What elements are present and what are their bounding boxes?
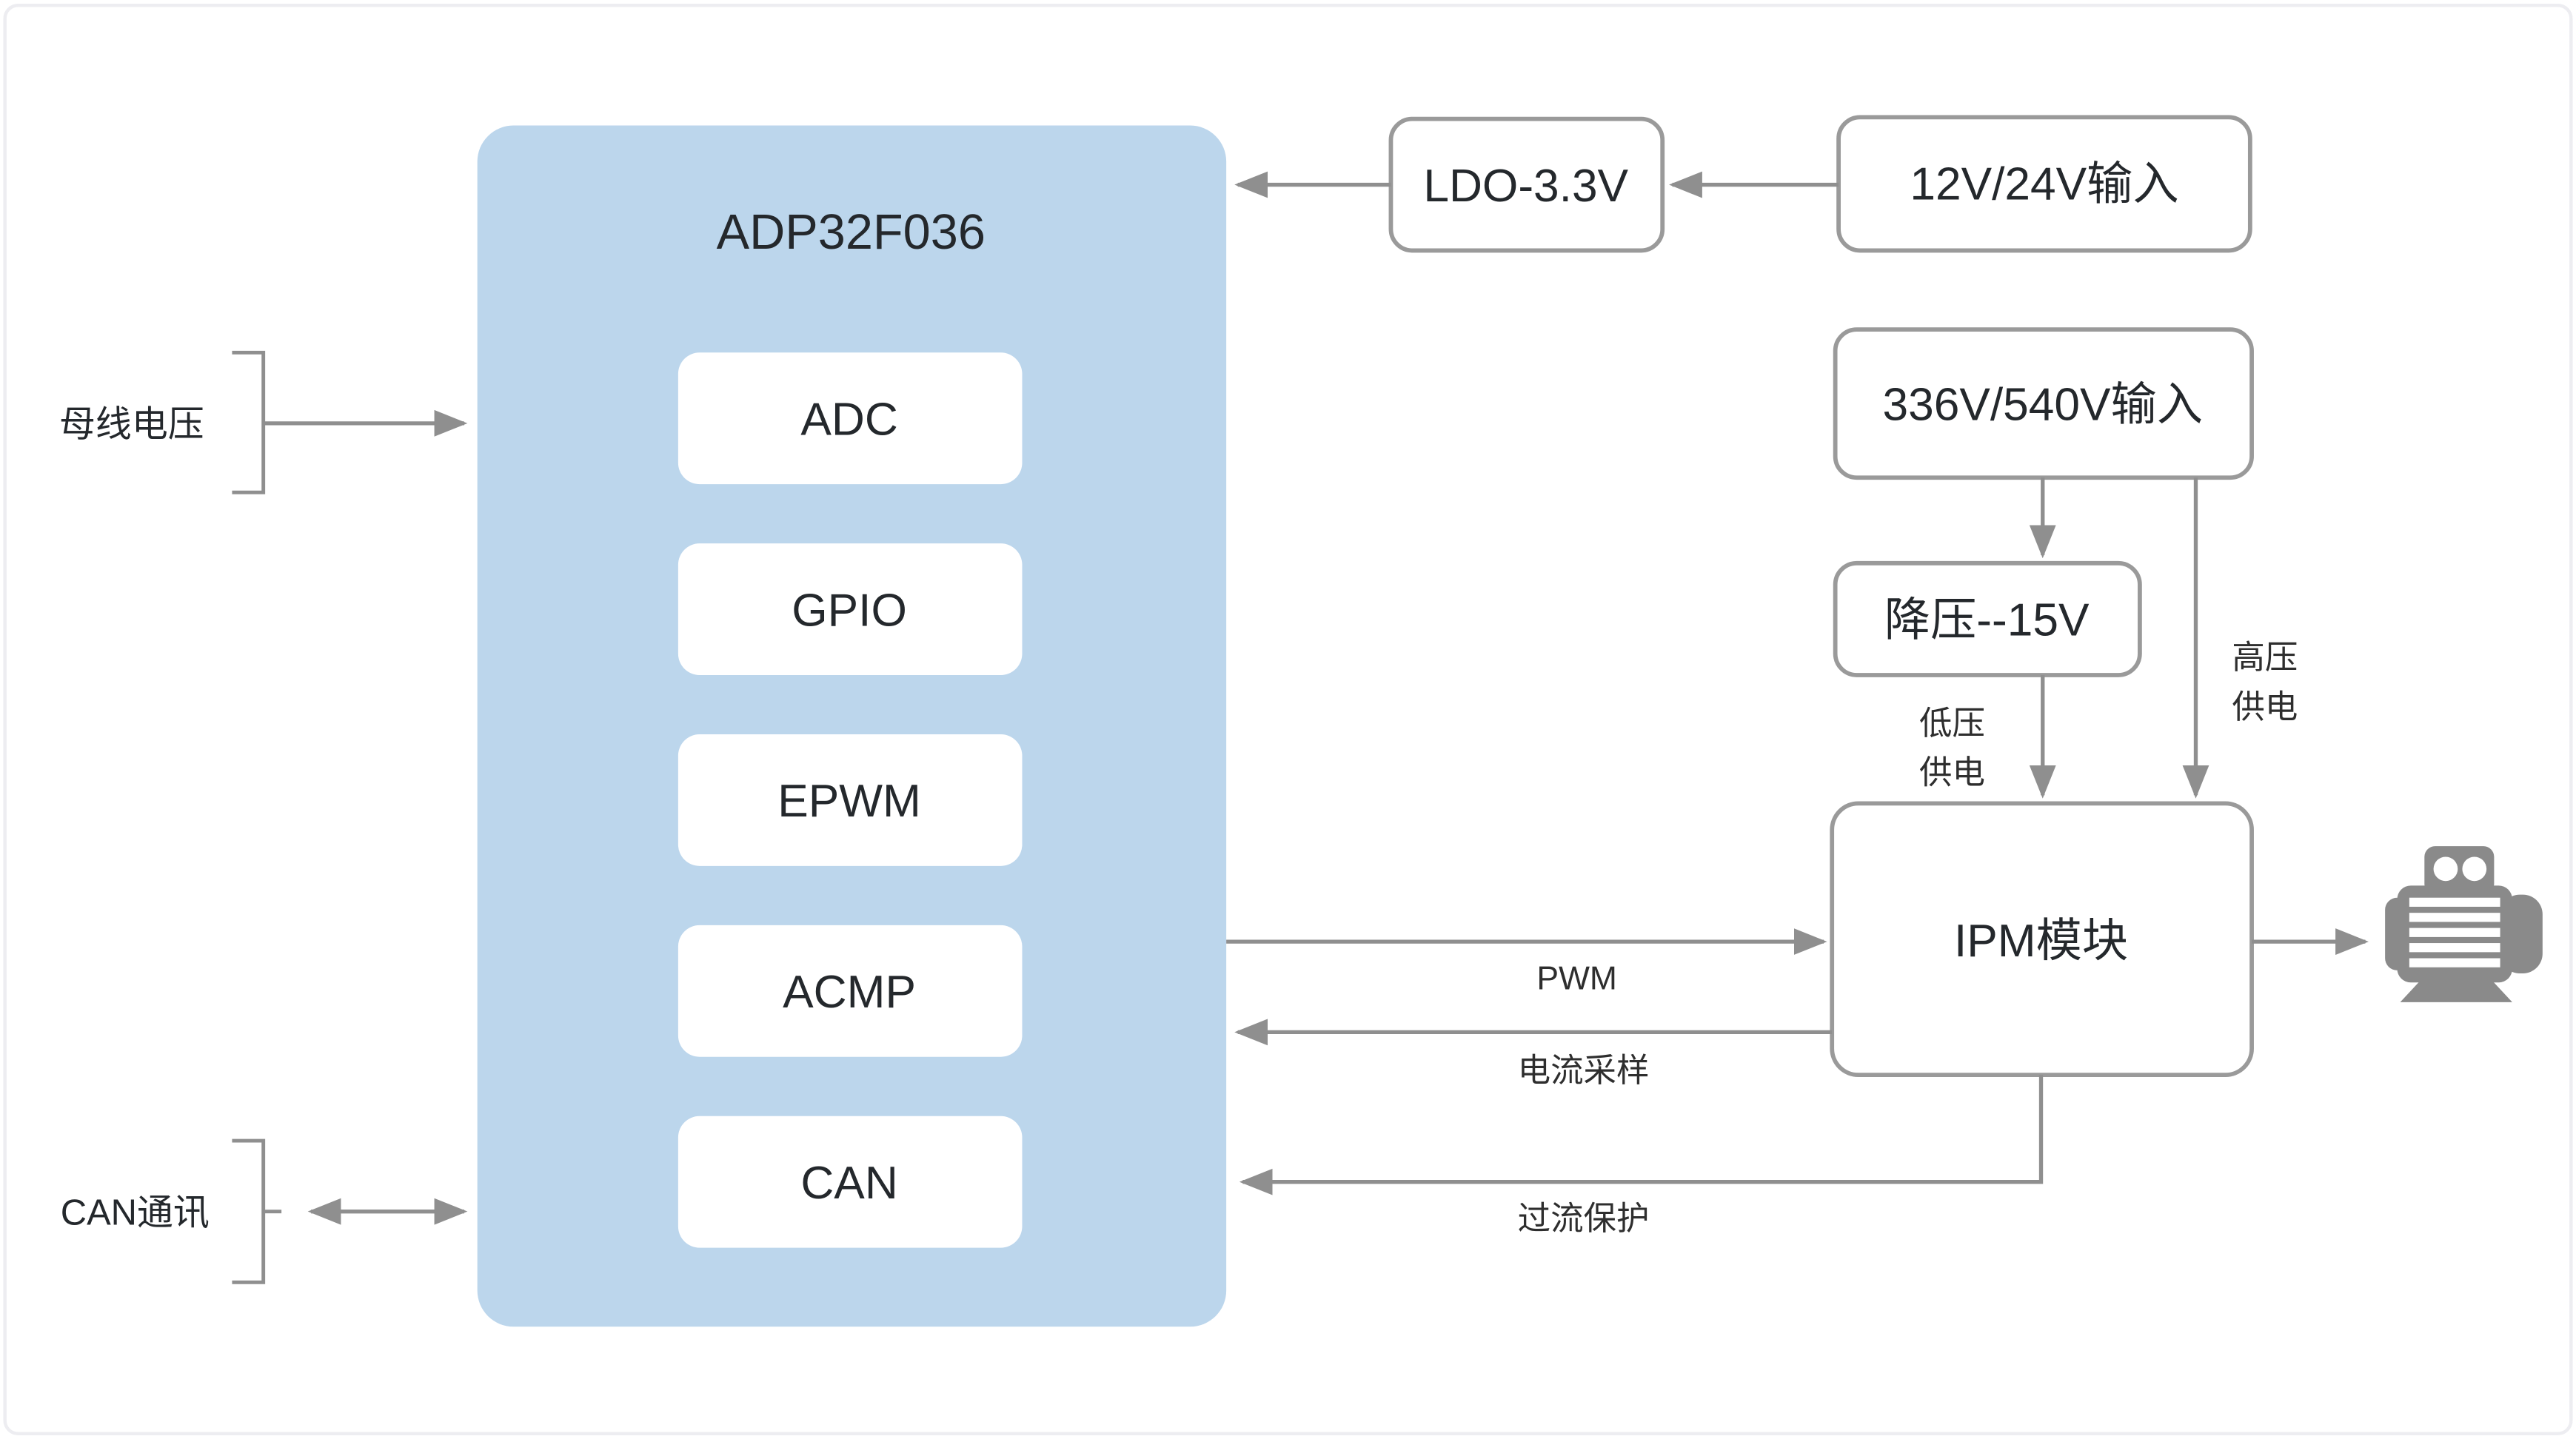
- mcu-title: ADP32F036: [717, 205, 986, 260]
- mcu-peripheral-acmp: ACMP: [678, 925, 1023, 1057]
- epwm-label: EPWM: [777, 776, 921, 827]
- input-12v-block: 12V/24V输入: [1836, 115, 2252, 253]
- buck-label: 降压--15V: [1884, 595, 2090, 646]
- can-comm-bracket: [232, 1138, 266, 1284]
- mcu-peripheral-can: CAN: [678, 1116, 1023, 1248]
- page-border: [3, 3, 2573, 1436]
- can-comm-tap: CAN通讯: [61, 1138, 468, 1284]
- lv-supply-label-line2: 供电: [1919, 755, 1985, 791]
- mcu-block: ADP32F036 ADC GPIO EPWM ACMP CAN: [477, 125, 1227, 1327]
- adc-box: [678, 352, 1023, 485]
- can-box: [678, 1116, 1023, 1248]
- overcurrent-protection-label: 过流保护: [1518, 1201, 1650, 1237]
- mcu-body: [477, 125, 1227, 1327]
- arrow-overcurrent-protection: [1239, 1075, 2044, 1195]
- mcu-peripheral-gpio: GPIO: [678, 543, 1023, 675]
- gpio-label: GPIO: [792, 585, 907, 636]
- hv-supply-label-line2: 供电: [2232, 689, 2298, 725]
- bus-voltage-label: 母线电压: [59, 405, 204, 445]
- lv-supply-label-line1: 低压: [1919, 705, 1985, 742]
- current-sampling-label: 电流采样: [1518, 1053, 1650, 1089]
- ipm-label: IPM模块: [1954, 916, 2128, 967]
- buck-box: [1833, 560, 2142, 677]
- hv-supply-label-line1: 高压: [2232, 640, 2298, 676]
- mcu-peripheral-epwm: EPWM: [678, 734, 1023, 866]
- input-12v-label: 12V/24V输入: [1910, 159, 2178, 210]
- bus-voltage-tap: 母线电压: [59, 350, 468, 494]
- motor-icon: [2385, 846, 2543, 1002]
- adc-label: ADC: [800, 394, 897, 445]
- can-comm-label: CAN通讯: [61, 1193, 210, 1232]
- ldo-block: LDO-3.3V: [1388, 116, 1665, 253]
- buck-block: 降压--15V: [1833, 560, 2142, 677]
- bus-voltage-bracket: [232, 350, 266, 494]
- mcu-peripheral-adc: ADC: [678, 352, 1023, 485]
- acmp-box: [678, 925, 1023, 1057]
- ipm-block: IPM模块: [1830, 801, 2254, 1078]
- pwm-label: PWM: [1536, 961, 1617, 997]
- epwm-box: [678, 734, 1023, 866]
- can-label: CAN: [800, 1158, 897, 1209]
- input-hv-block: 336V/540V输入: [1833, 327, 2254, 480]
- input-hv-label: 336V/540V输入: [1883, 379, 2203, 430]
- acmp-label: ACMP: [783, 967, 916, 1018]
- ldo-label: LDO-3.3V: [1423, 161, 1628, 212]
- gpio-box: [678, 543, 1023, 675]
